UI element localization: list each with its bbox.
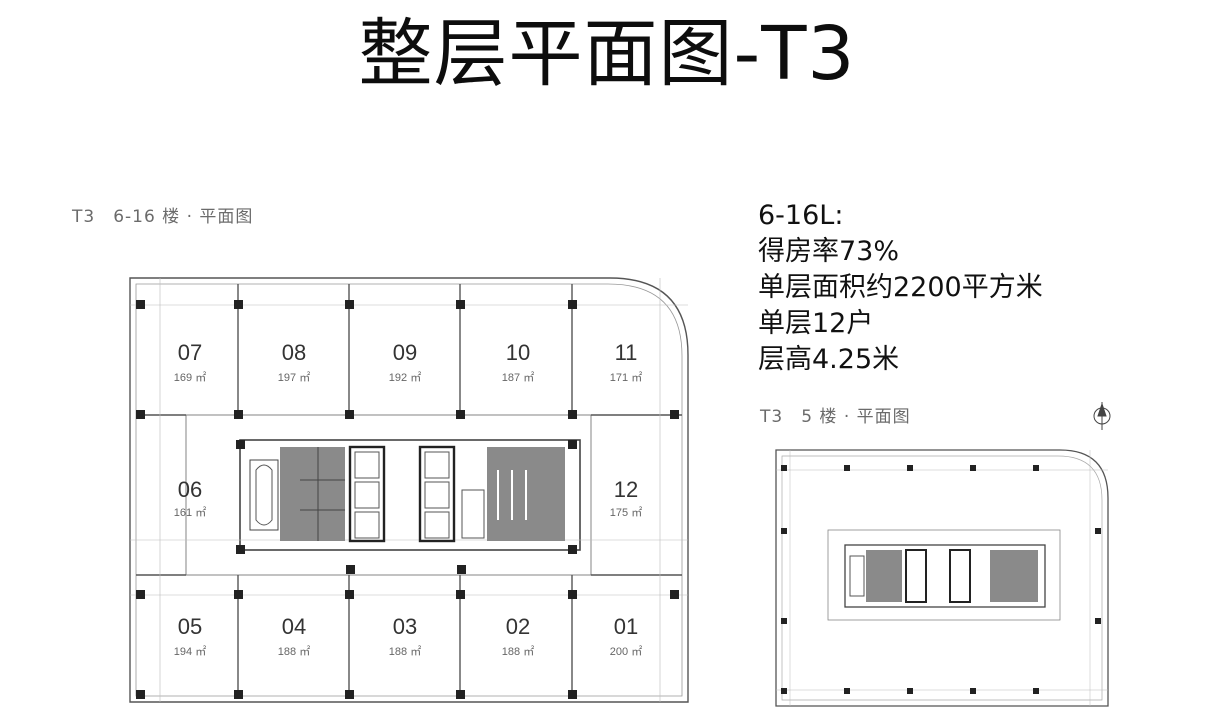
north-arrow-icon [1093, 402, 1111, 430]
unit-05-no: 05 [178, 614, 202, 639]
info-units-per-floor: 单层12户 [758, 308, 874, 339]
unit-08-no: 08 [282, 340, 306, 365]
small-floor-plan [775, 449, 1109, 707]
unit-07-area: 169 ㎡ [174, 371, 206, 384]
unit-04-no: 04 [282, 614, 306, 639]
main-plan-outline [129, 277, 689, 703]
unit-11-area: 171 ㎡ [610, 371, 642, 384]
unit-08-area: 197 ㎡ [278, 371, 310, 384]
small-plan-caption: T3 5 楼 · 平面图 [760, 407, 911, 427]
unit-09-area: 192 ㎡ [389, 371, 421, 384]
unit-05-area: 194 ㎡ [174, 645, 206, 658]
unit-04-area: 188 ㎡ [278, 645, 310, 658]
unit-01-area: 200 ㎡ [610, 645, 642, 658]
unit-09-no: 09 [393, 340, 417, 365]
unit-07-no: 07 [178, 340, 202, 365]
info-floor-height: 层高4.25米 [758, 344, 900, 375]
info-floors: 6-16L: [758, 200, 844, 231]
main-columns [136, 300, 679, 699]
unit-03-no: 03 [393, 614, 417, 639]
unit-02-no: 02 [506, 614, 530, 639]
main-plan-caption: T3 6-16 楼 · 平面图 [72, 207, 254, 227]
unit-10-area: 187 ㎡ [502, 371, 534, 384]
info-efficiency: 得房率73% [758, 236, 900, 267]
unit-01-no: 01 [614, 614, 638, 639]
floor-info: 6-16L: 得房率73% 单层面积约2200平方米 单层12户 层高4.25米 [758, 198, 1043, 378]
unit-12-area: 175 ㎡ [610, 506, 642, 519]
unit-11-no: 11 [615, 340, 638, 365]
unit-06-no: 06 [178, 477, 202, 502]
main-corridor-outer [185, 414, 592, 576]
unit-06-area: 161 ㎡ [174, 506, 206, 519]
unit-02-area: 188 ㎡ [502, 645, 534, 658]
unit-10-no: 10 [506, 340, 530, 365]
main-core [249, 445, 565, 543]
main-core-outline [239, 439, 581, 551]
unit-03-area: 188 ㎡ [389, 645, 421, 658]
info-floor-area: 单层面积约2200平方米 [758, 272, 1043, 303]
unit-12-no: 12 [614, 477, 638, 502]
page-title: 整层平面图-T3 [358, 11, 856, 97]
